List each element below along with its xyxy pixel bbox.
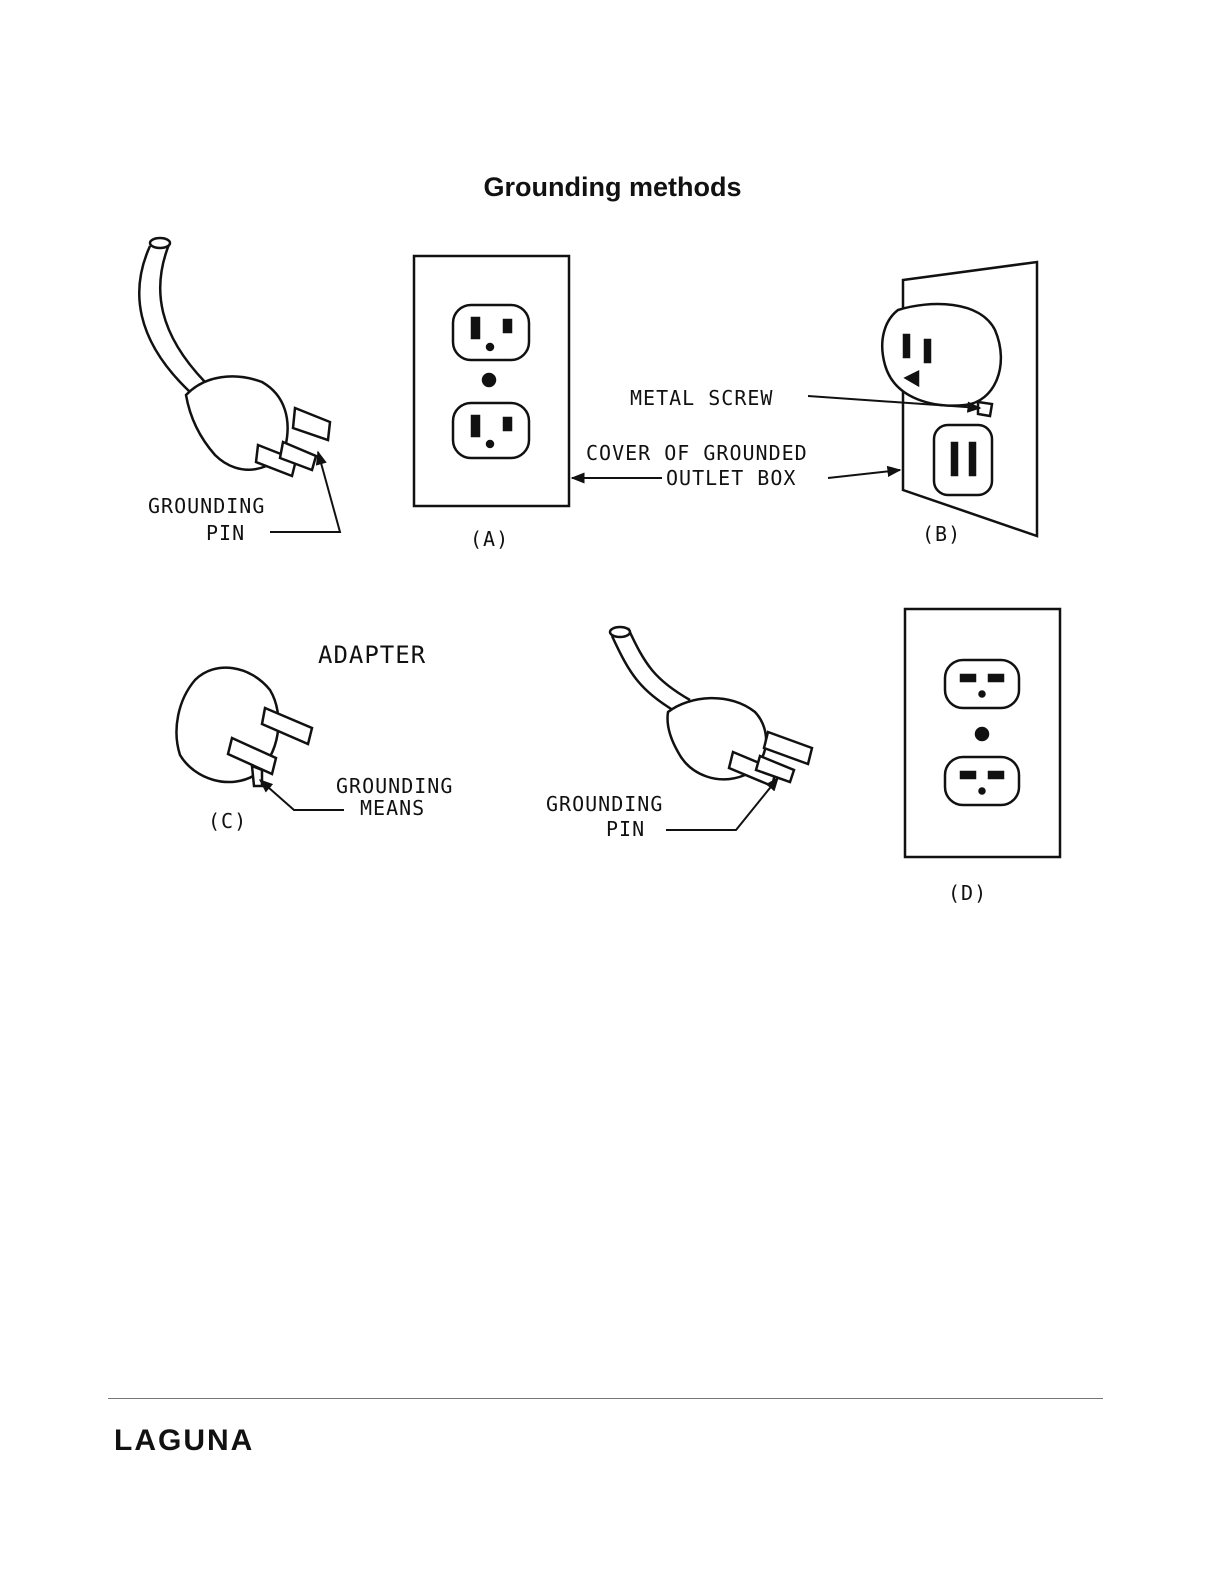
outlet-d: [905, 609, 1060, 857]
adapter-label: ADAPTER: [318, 641, 426, 669]
grounding-means-label-2: MEANS: [360, 796, 425, 820]
grounding-pin-label-2: GROUNDING: [546, 792, 663, 816]
grounding-pin-label-1b: PIN: [206, 521, 245, 545]
figure-label-d: (D): [948, 881, 987, 905]
grounding-pin-label-1: GROUNDING: [148, 494, 265, 518]
cover-arrow-right: [828, 470, 900, 478]
grounding-pin-label-2b: PIN: [606, 817, 645, 841]
grounding-pin-arrow-2: [666, 778, 778, 830]
plug-bottom: [610, 627, 812, 786]
figure-label-a: (A): [470, 527, 509, 551]
metal-screw-label: METAL SCREW: [630, 386, 773, 410]
adapter-c: [176, 668, 312, 786]
figure-label-c: (C): [208, 809, 247, 833]
figure-label-b: (B): [922, 522, 961, 546]
footer-rule: [108, 1398, 1103, 1399]
grounding-means-label-1: GROUNDING: [336, 774, 453, 798]
laguna-logo: LAGUNA: [114, 1424, 254, 1458]
cover-label-1: COVER OF GROUNDED: [586, 441, 808, 465]
grounding-means-arrow: [260, 780, 344, 810]
plug-top-left: [139, 238, 330, 476]
outlet-a: [414, 256, 569, 506]
cover-label-2: OUTLET BOX: [666, 466, 796, 490]
outlet-b: [882, 262, 1037, 536]
